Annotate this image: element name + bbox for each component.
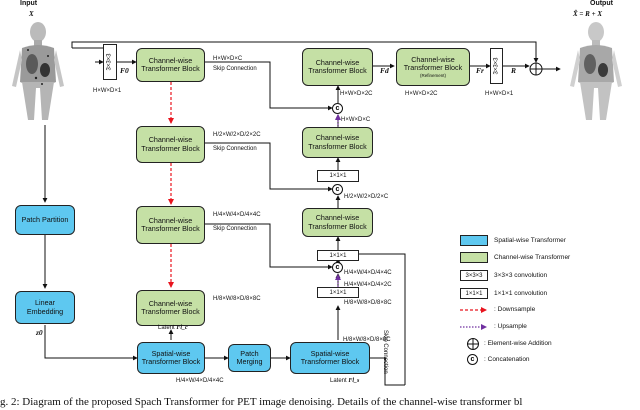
diagram-connections bbox=[42, 41, 561, 386]
